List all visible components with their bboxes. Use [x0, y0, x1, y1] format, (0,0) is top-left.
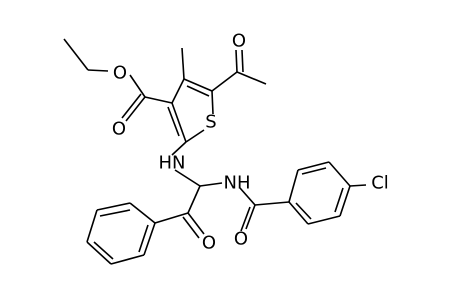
acetyl-oxygen-label: O: [232, 31, 246, 52]
sulfur-label: S: [205, 112, 216, 133]
amide-group: [239, 187, 290, 232]
phenyl-ring: [86, 202, 156, 265]
acetyl-group: [211, 49, 267, 92]
amine-linker: [171, 141, 223, 187]
ethyl-ester-group: [63, 38, 173, 122]
thiophene-ring: [167, 78, 214, 143]
chlorophenyl-ring: [288, 161, 351, 225]
benzoyl-group: [154, 185, 205, 239]
chlorine-bond: [349, 184, 367, 187]
amide-nh-label: NH: [224, 173, 251, 194]
ester-ether-oxygen-label: O: [113, 63, 127, 84]
amide-oxygen-label: O: [234, 229, 248, 250]
amine-nh-label: HN: [159, 153, 186, 174]
methyl-bond: [181, 47, 185, 80]
chlorine-label: Cl: [371, 173, 389, 194]
ester-carbonyl-oxygen-label: O: [112, 119, 126, 140]
ketone-oxygen-label: O: [202, 233, 216, 254]
